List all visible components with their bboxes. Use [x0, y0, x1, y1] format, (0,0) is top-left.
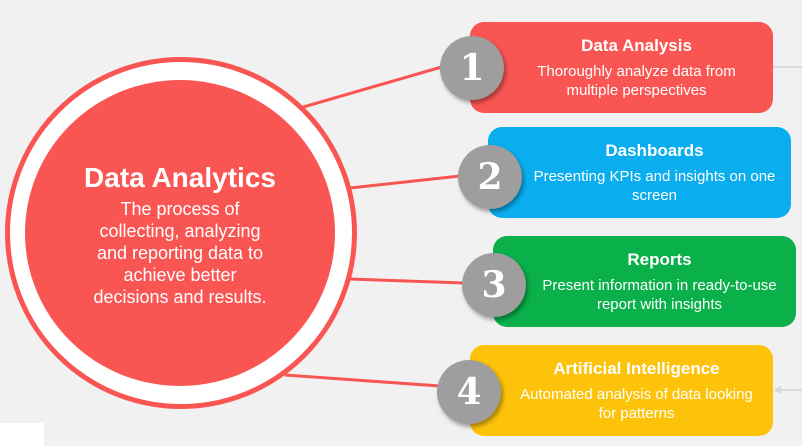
item-title: Artificial Intelligence — [553, 359, 720, 378]
blank-patch — [0, 423, 44, 446]
connector-line-2 — [349, 174, 461, 190]
item-title: Reports — [627, 250, 692, 269]
item-title: Data Analysis — [581, 36, 692, 55]
number-badge-3: 3 — [462, 253, 526, 317]
number-badge-4: 4 — [437, 360, 501, 424]
item-box-data-analysis: Data Analysis Thoroughly analyze data fr… — [470, 22, 773, 113]
item-description: Present information in ready-to-use repo… — [542, 277, 777, 313]
number-badge-2: 2 — [458, 145, 522, 209]
connector-line-3 — [349, 277, 465, 285]
center-description: The process of collecting, analyzing and… — [93, 199, 267, 307]
item-description: Automated analysis of data looking for p… — [520, 386, 753, 422]
item-box-artificial-intelligence: Artificial Intelligence Automated analys… — [470, 345, 773, 436]
item-title: Dashboards — [605, 141, 704, 160]
center-circle: Data Analytics The process of collecting… — [25, 80, 335, 386]
center-title: Data Analytics — [84, 162, 276, 193]
item-box-dashboards: Dashboards Presenting KPIs and insights … — [488, 127, 791, 218]
item-box-reports: Reports Present information in ready-to-… — [493, 236, 796, 327]
item-description: Presenting KPIs and insights on one scre… — [533, 168, 776, 204]
arrow-head-icon — [774, 386, 781, 394]
connector-line-1 — [299, 64, 446, 110]
item-description: Thoroughly analyze data from multiple pe… — [537, 63, 736, 99]
number-badge-1: 1 — [440, 36, 504, 100]
connector-line-4 — [284, 373, 441, 388]
